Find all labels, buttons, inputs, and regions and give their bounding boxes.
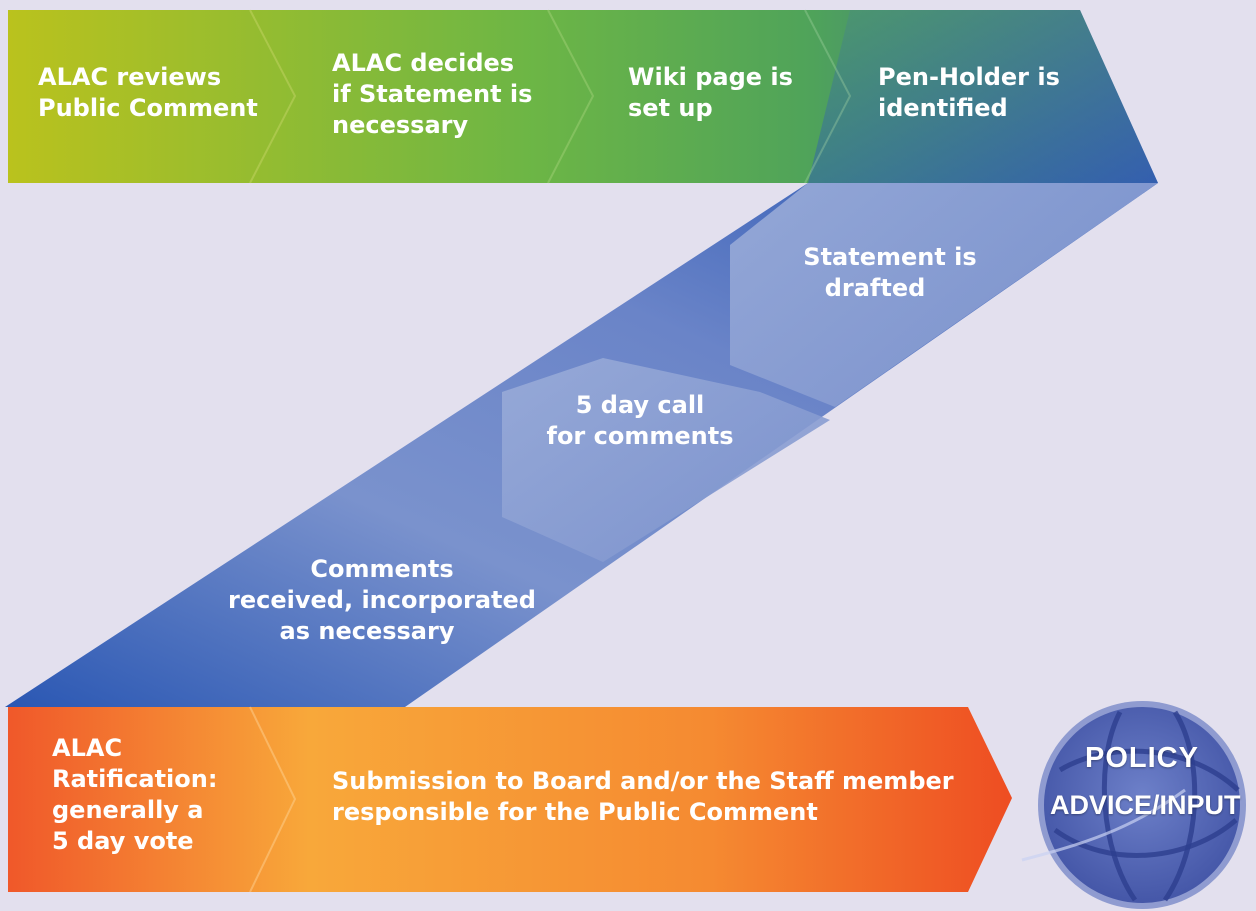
step-label-line: Statement is [803, 243, 977, 271]
hexagon-statement-drafted [730, 183, 1158, 407]
bottom-chevron [249, 706, 297, 893]
step-label-line: Ratification: [52, 765, 218, 793]
step-label-line: for comments [546, 422, 734, 450]
step-label-line: Wiki page is [628, 63, 793, 91]
step-label-line: identified [878, 94, 1008, 122]
badge-subtitle: ADVICE/INPUT [1050, 790, 1241, 820]
top-band-tip [808, 10, 1158, 183]
step-statement-drafted: Statement is drafted [790, 242, 990, 304]
step-label-line: as necessary [279, 617, 455, 645]
step-label-line: drafted [824, 274, 926, 302]
step-label-line: ALAC reviews [38, 63, 222, 91]
step-pen-holder: Pen-Holder is identified [878, 62, 1060, 124]
step-5-day-call: 5 day call for comments [540, 390, 740, 452]
step-label-line: 5 day vote [52, 827, 194, 855]
policy-globe-icon [1021, 701, 1246, 909]
step-label-line: received, incorporated [228, 586, 536, 614]
step-label-line: 5 day call [575, 391, 705, 419]
badge-title: POLICY [1085, 742, 1199, 774]
hexagon-call-for-comments [502, 358, 830, 562]
step-label-line: set up [628, 94, 713, 122]
step-alac-decides: ALAC decides if Statement is necessary [332, 48, 532, 141]
step-label-line: Comments [310, 555, 454, 583]
step-label-line: responsible for the Public Comment [332, 798, 818, 826]
top-chevron-3 [804, 9, 852, 184]
step-label-line: Submission to Board and/or the Staff mem… [332, 767, 954, 795]
step-label-line: ALAC [52, 734, 123, 762]
step-label-line: Pen-Holder is [878, 63, 1060, 91]
top-chevron-2 [547, 9, 595, 184]
step-label-line: if Statement is [332, 80, 533, 108]
step-submission: Submission to Board and/or the Staff mem… [332, 766, 954, 828]
bottom-band [8, 707, 1012, 892]
step-label-line: ALAC decides [332, 49, 515, 77]
step-comments-received: Comments received, incorporated as neces… [222, 554, 542, 647]
step-label-line: generally a [52, 796, 204, 824]
step-label-line: Public Comment [38, 94, 258, 122]
step-label-line: necessary [332, 111, 469, 139]
step-wiki-page: Wiki page is set up [628, 62, 793, 124]
step-alac-ratification: ALAC Ratification: generally a 5 day vot… [52, 733, 217, 857]
step-alac-reviews: ALAC reviews Public Comment [38, 62, 258, 124]
top-chevron-1 [249, 9, 297, 184]
